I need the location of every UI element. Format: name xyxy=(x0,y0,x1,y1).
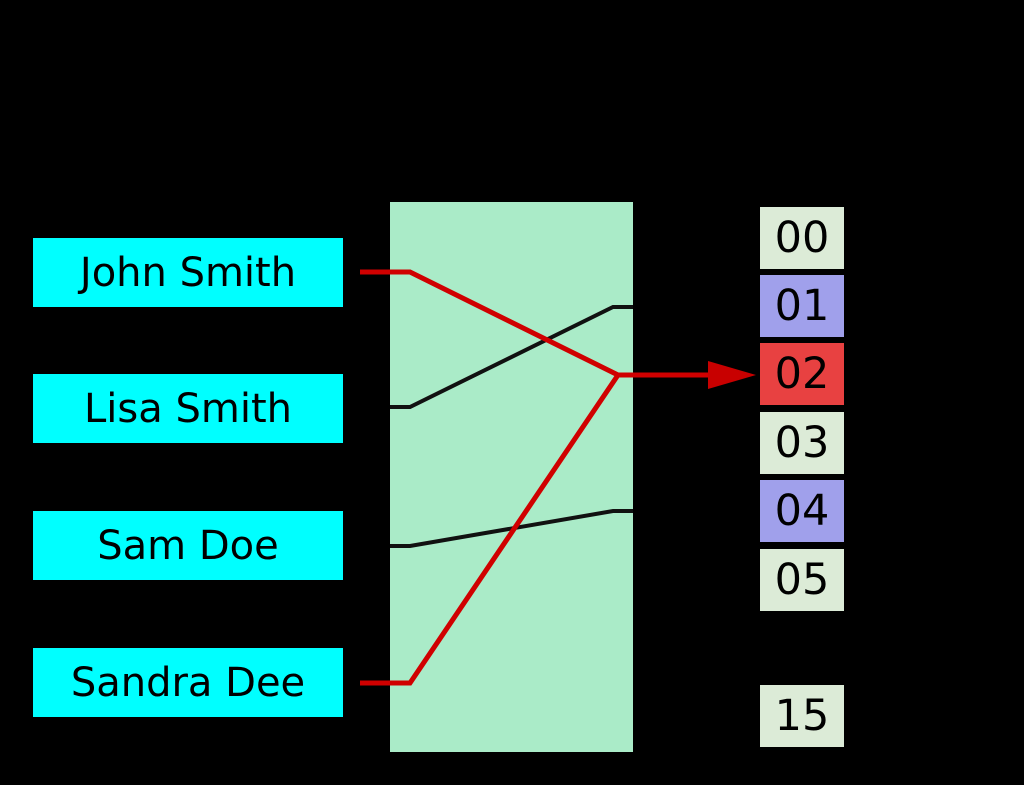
bucket-label-15: 15 xyxy=(774,691,830,741)
bucket-label-04: 04 xyxy=(774,486,830,536)
bucket-05: 05 xyxy=(760,549,844,611)
bucket-label-00: 00 xyxy=(774,213,830,263)
hash-function-box xyxy=(390,202,633,752)
bucket-03: 03 xyxy=(760,412,844,474)
key-box-lisa-smith: Lisa Smith xyxy=(33,374,343,443)
bucket-02: 02 xyxy=(760,343,844,405)
bucket-label-05: 05 xyxy=(774,555,830,605)
bucket-label-02: 02 xyxy=(774,349,830,399)
key-label-sam-doe: Sam Doe xyxy=(97,522,279,569)
key-label-sandra-dee: Sandra Dee xyxy=(70,659,306,706)
key-box-sandra-dee: Sandra Dee xyxy=(33,648,343,717)
bucket-00: 00 xyxy=(760,207,844,269)
bucket-15: 15 xyxy=(760,685,844,747)
bucket-01: 01 xyxy=(760,275,844,337)
key-box-sam-doe: Sam Doe xyxy=(33,511,343,580)
bucket-label-01: 01 xyxy=(774,281,830,331)
bucket-04: 04 xyxy=(760,480,844,542)
key-label-lisa-smith: Lisa Smith xyxy=(84,385,292,432)
bucket-label-03: 03 xyxy=(774,418,830,468)
key-label-john-smith: John Smith xyxy=(79,249,297,296)
key-box-john-smith: John Smith xyxy=(33,238,343,307)
collision-arrow-head-icon xyxy=(708,361,756,389)
